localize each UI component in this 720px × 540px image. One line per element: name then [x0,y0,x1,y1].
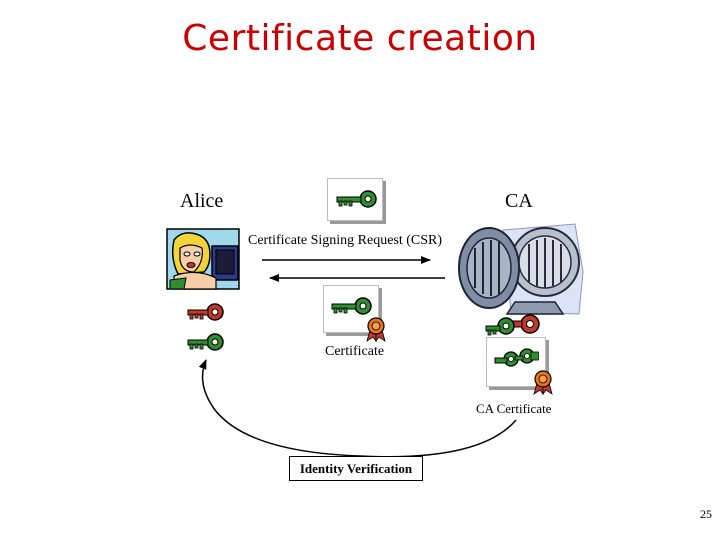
alice-icon [166,228,240,290]
green-key-icon [187,333,224,351]
verification-arrow [198,359,517,458]
public-key-card [327,178,383,221]
ca-label: CA [505,190,533,212]
ca-certificate-seal-icon [533,370,553,395]
ca-key-pair-icon [485,314,540,336]
ca-key-pair-icon [494,348,539,367]
certificate-card [323,285,379,333]
page-title: Certificate creation [182,18,538,59]
green-key-icon [331,297,372,315]
certificate-seal-icon [366,317,386,342]
page-number: 25 [700,507,712,521]
ca-vault-icon [458,223,584,315]
alice-label: Alice [180,190,224,212]
csr-label: Certificate Signing Request (CSR) [248,233,443,248]
identity-verification-box: Identity Verification [289,456,423,481]
ca-certificate-label: CA Certificate [476,401,552,416]
certificate-label: Certificate [325,344,385,359]
green-key-icon [336,190,377,208]
red-key-icon [187,303,224,321]
